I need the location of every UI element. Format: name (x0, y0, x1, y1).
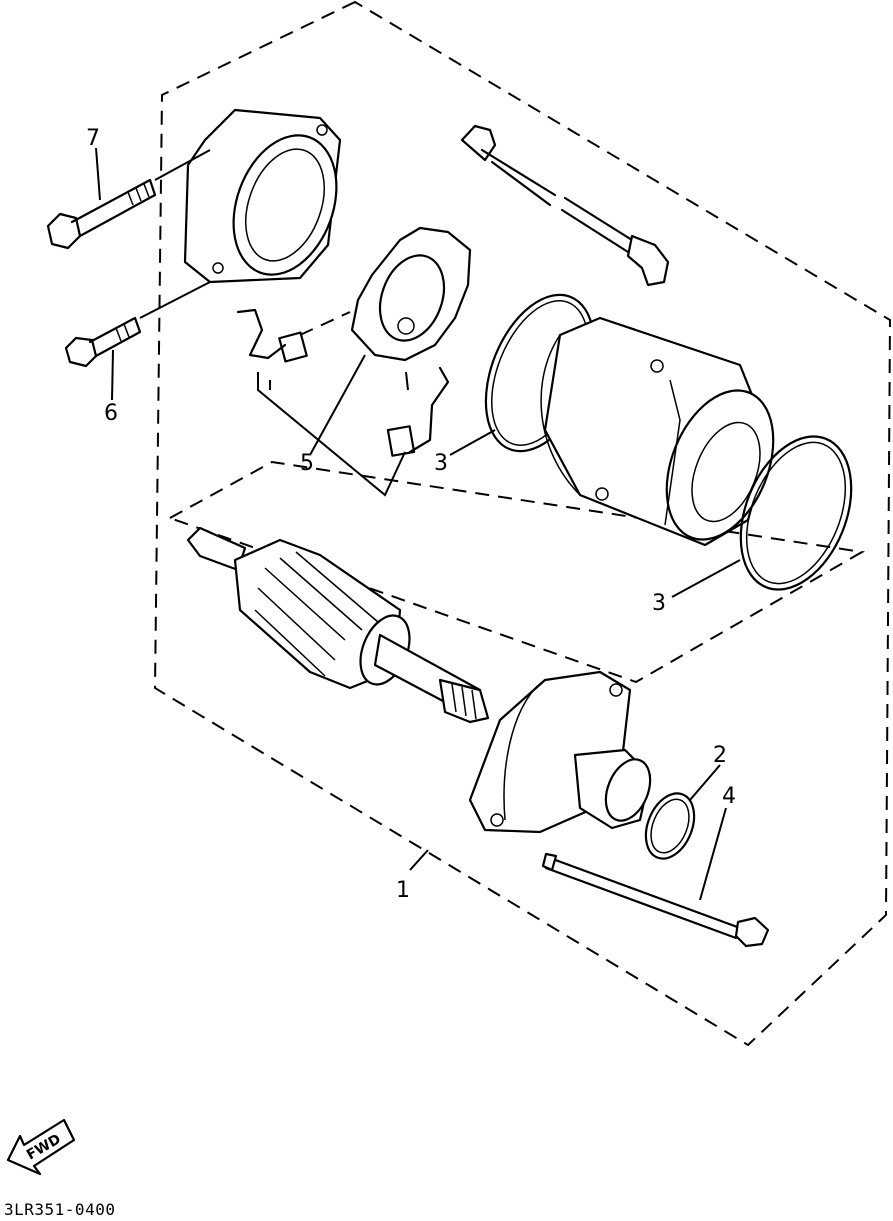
front-cover (468, 670, 652, 834)
assembly-boundary (153, 0, 892, 1047)
fwd-arrow-icon: FWD (6, 1118, 76, 1176)
brush-set-5 (236, 308, 450, 497)
callout-4: 4 (722, 784, 736, 809)
callout-1: 1 (396, 878, 410, 903)
rear-cover (139, 108, 342, 319)
o-ring-2 (644, 764, 721, 860)
callout-5: 5 (300, 451, 314, 476)
callout-3-upper: 3 (434, 451, 448, 476)
yoke-housing (540, 316, 775, 547)
bolt-7 (46, 147, 157, 250)
through-bolt-4 (541, 807, 770, 948)
assembly-leader-1 (409, 849, 429, 871)
armature (186, 526, 490, 724)
callout-7: 7 (86, 126, 100, 151)
brush-holder-plate (350, 226, 472, 362)
callout-6: 6 (104, 401, 118, 426)
callout-3-lower: 3 (652, 591, 666, 616)
lead-wire (460, 124, 670, 287)
bolt-6 (64, 316, 142, 401)
callout-2: 2 (713, 743, 727, 768)
o-ring-3-lower (671, 435, 853, 598)
drawing-number: 3LR351-0400 (4, 1200, 116, 1219)
